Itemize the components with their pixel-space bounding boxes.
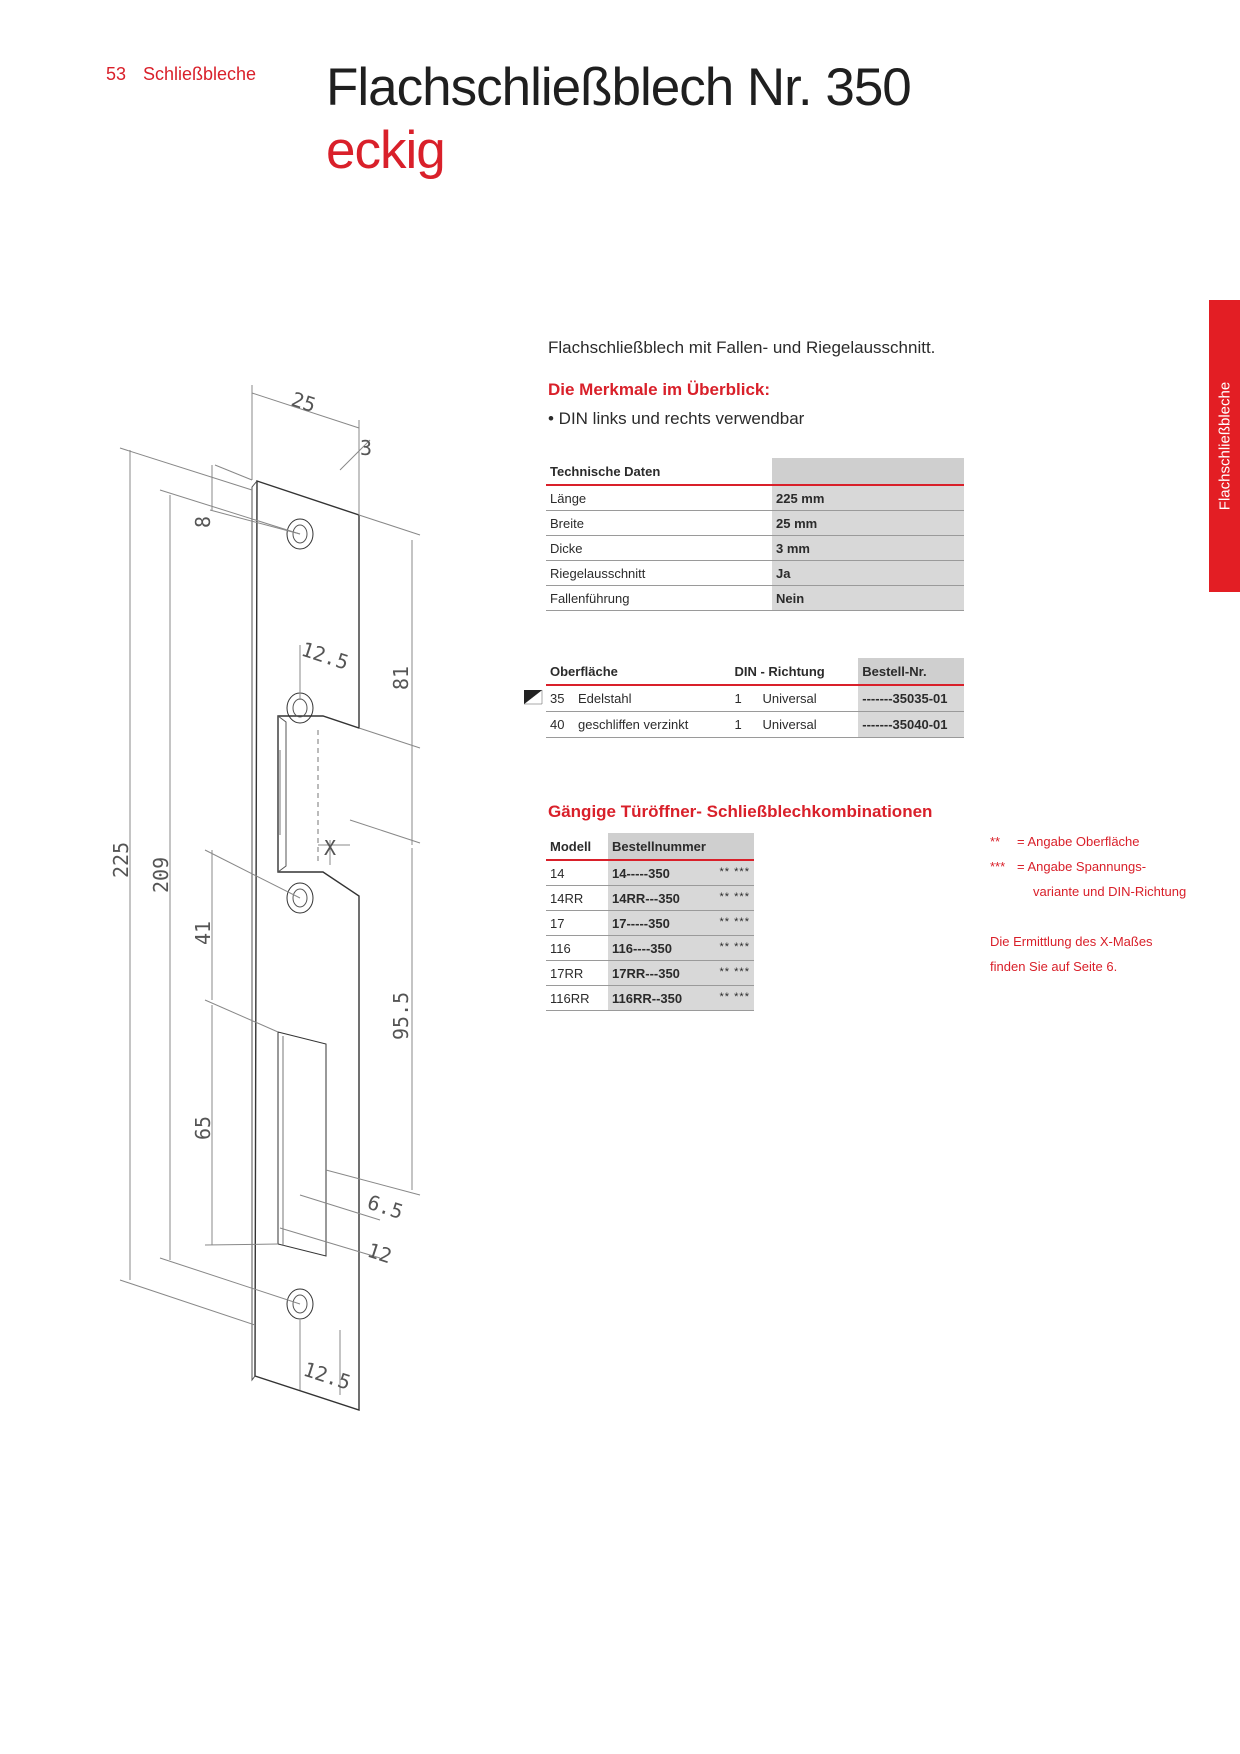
dim-95-5-label: 95.5 — [389, 992, 413, 1040]
combo-stars: ** *** — [719, 965, 750, 978]
tech-table-header-value — [772, 458, 964, 486]
surface-code: 40 — [546, 711, 574, 738]
surface-header: Oberfläche — [546, 658, 731, 686]
model-cell: 116RR — [546, 985, 608, 1011]
surface-code: 35 — [546, 685, 574, 712]
page-number: 53 — [106, 64, 127, 84]
dim-81-label: 81 — [389, 666, 413, 690]
combination-heading: Gängige Türöffner- Schließblechkombinati… — [548, 802, 933, 821]
note-text-2b: variante und DIN-Richtung — [1033, 884, 1187, 899]
table-row[interactable]: 17RR 17RR---350 ** *** — [546, 960, 754, 986]
combo-stars: ** *** — [719, 990, 750, 1003]
combo-order: 116----350 — [612, 940, 672, 956]
combination-table: Modell Bestellnummer 14 14-----350 ** ***… — [546, 833, 754, 1011]
combo-order: 14-----350 — [612, 865, 670, 881]
surface-name: geschliffen verzinkt — [574, 711, 731, 738]
table-row[interactable]: 14 14-----350 ** *** — [546, 860, 754, 886]
din-text: Universal — [758, 711, 859, 738]
combo-order: 17-----350 — [612, 915, 670, 931]
dim-225-label: 225 — [109, 842, 133, 878]
model-cell: 14 — [546, 860, 608, 886]
din-header: DIN - Richtung — [730, 658, 859, 686]
surface-swatch-icon — [523, 689, 543, 705]
technical-data-table: Technische Daten Länge 225 mm Breite 25 … — [546, 458, 964, 611]
din-text: Universal — [758, 685, 859, 712]
tech-label: Breite — [546, 510, 772, 536]
dim-41-label: 41 — [191, 921, 215, 945]
combo-stars: ** *** — [719, 940, 750, 953]
table-row[interactable]: 116 116----350 ** *** — [546, 935, 754, 961]
features-heading: Die Merkmale im Überblick: — [548, 380, 771, 399]
table-row[interactable]: 116RR 116RR--350 ** *** — [546, 985, 754, 1011]
combo-order: 116RR--350 — [612, 990, 683, 1006]
dim-12-5-top-label: 12.5 — [298, 637, 351, 675]
combo-order: 17RR---350 — [612, 965, 680, 981]
combo-stars: ** *** — [719, 890, 750, 903]
model-cell: 17RR — [546, 960, 608, 986]
note-key-1: ** — [990, 834, 1001, 849]
table-row: Länge 225 mm — [546, 485, 964, 511]
dim-65-label: 65 — [191, 1116, 215, 1140]
dim-25-label: 25 — [288, 387, 318, 417]
model-cell: 14RR — [546, 885, 608, 911]
note-text-1: = Angabe Oberfläche — [1017, 834, 1140, 849]
tech-table-header: Technische Daten — [546, 458, 772, 486]
page-subtitle: eckig — [326, 121, 446, 180]
combo-stars: ** *** — [719, 915, 750, 928]
tech-label: Fallenführung — [546, 585, 772, 611]
dim-209-label: 209 — [149, 857, 173, 893]
tech-value: 25 mm — [772, 510, 964, 536]
model-cell: 116 — [546, 935, 608, 961]
note-key-2: *** — [990, 859, 1006, 874]
order-number: -------35040-01 — [858, 711, 964, 738]
din-number: 1 — [730, 711, 759, 738]
table-row[interactable]: 40 geschliffen verzinkt 1 Universal ----… — [546, 711, 964, 738]
dim-x-label: X — [324, 836, 336, 860]
surface-name: Edelstahl — [574, 685, 731, 712]
feature-item: • DIN links und rechts verwendbar — [548, 409, 805, 428]
order-number: -------35035-01 — [858, 685, 964, 712]
page-title: Flachschließblech Nr. 350 — [326, 58, 912, 117]
table-row[interactable]: 35 Edelstahl 1 Universal -------35035-01 — [546, 685, 964, 712]
table-row[interactable]: 14RR 14RR---350 ** *** — [546, 885, 754, 911]
table-row: Dicke 3 mm — [546, 535, 964, 561]
tech-value: 3 mm — [772, 535, 964, 561]
dim-12-label: 12 — [364, 1238, 394, 1268]
dim-3-label: 3 — [360, 436, 372, 460]
model-cell: 17 — [546, 910, 608, 936]
section-side-tab[interactable]: Flachschließbleche — [1209, 300, 1240, 592]
tech-label: Riegelausschnitt — [546, 560, 772, 586]
tech-value: Nein — [772, 585, 964, 611]
section-name: Schließbleche — [143, 64, 257, 84]
dim-12-5-bottom-label: 12.5 — [300, 1357, 353, 1395]
table-row: Riegelausschnitt Ja — [546, 560, 964, 586]
model-header: Modell — [546, 833, 608, 861]
combo-order: 14RR---350 — [612, 890, 680, 906]
tech-label: Dicke — [546, 535, 772, 561]
tech-value: 225 mm — [772, 485, 964, 511]
dim-6-5-label: 6.5 — [364, 1190, 406, 1224]
order-number-header: Bestellnummer — [608, 833, 754, 861]
tech-value: Ja — [772, 560, 964, 586]
order-header: Bestell-Nr. — [858, 658, 964, 686]
dim-8-label: 8 — [191, 516, 215, 528]
x-dimension-info-1: Die Ermittlung des X-Maßes — [990, 934, 1153, 949]
x-dimension-info-2: finden Sie auf Seite 6. — [990, 959, 1118, 974]
side-tab-label: Flachschließbleche — [1216, 381, 1233, 511]
tech-label: Länge — [546, 485, 772, 511]
table-row: Breite 25 mm — [546, 510, 964, 536]
combo-stars: ** *** — [719, 865, 750, 878]
surface-order-table: Oberfläche DIN - Richtung Bestell-Nr. 35… — [546, 658, 964, 738]
din-number: 1 — [730, 685, 759, 712]
table-row: Fallenführung Nein — [546, 585, 964, 611]
strike-plate-drawing: 25 3 8 12.5 81 X 225 209 41 95.5 65 6.5 … — [109, 385, 421, 1411]
table-row[interactable]: 17 17-----350 ** *** — [546, 910, 754, 936]
product-description: Flachschließblech mit Fallen- und Riegel… — [548, 338, 936, 357]
note-text-2: = Angabe Spannungs- — [1017, 859, 1147, 874]
